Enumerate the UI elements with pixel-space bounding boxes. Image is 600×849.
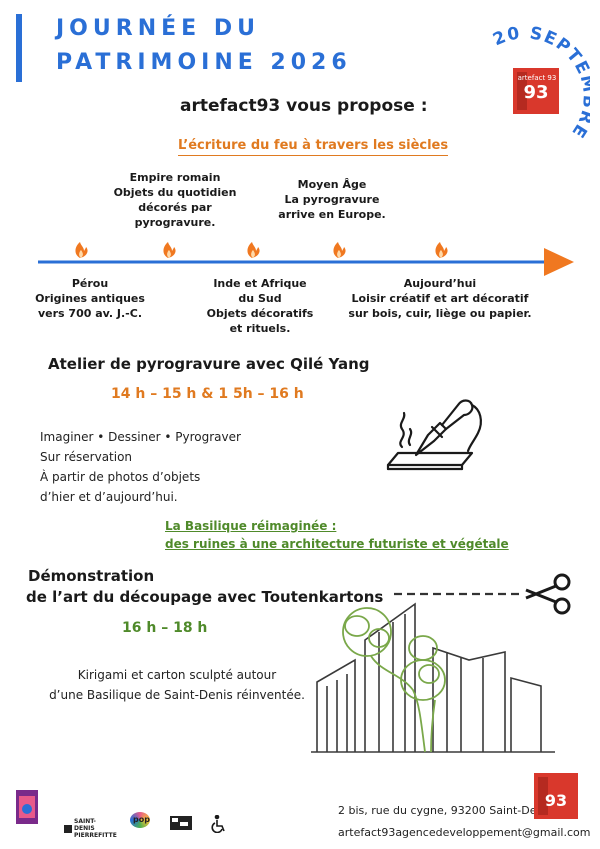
- timeline-arrow: [38, 242, 574, 276]
- demo-time: 16 h – 18 h: [122, 620, 208, 636]
- title-accent-bar: [16, 14, 22, 82]
- basilique-illustration: [311, 602, 555, 753]
- flame-icons: [75, 242, 448, 258]
- timeline-event-aujourdhui: Aujourd’hui Loisir créatif et art décora…: [348, 277, 532, 320]
- pyrography-pen-icon: [386, 399, 482, 471]
- saint-denis-logo: SAINT-DENIS PIERREFITTE: [64, 818, 117, 839]
- workshop-title: Atelier de pyrogravure avec Qilé Yang: [48, 355, 370, 373]
- intro-text: artefact93 vous propose :: [180, 96, 428, 116]
- artefact-logo: 93 artefact 93: [513, 68, 559, 114]
- wheelchair-icon: [211, 815, 225, 833]
- arrowhead-icon: [544, 248, 574, 276]
- basilique-subtitle: La Basilique réimaginée : des ruines à u…: [165, 519, 509, 551]
- demo-title: Démonstration de l’art du découpage avec…: [26, 567, 384, 606]
- cut-line: [394, 573, 571, 615]
- timeline-event-moyen-age: Moyen Âge La pyrogravure arrive en Europ…: [278, 178, 386, 221]
- footer-address: 2 bis, rue du cygne, 93200 Saint-Denis a…: [338, 804, 591, 839]
- timeline-event-empire-romain: Empire romain Objets du quotidien décoré…: [113, 171, 237, 229]
- flame-icon: [333, 242, 346, 258]
- artefact-footer-logo: 93: [534, 773, 578, 819]
- timeline-event-inde-afrique: Inde et Afrique du Sud Objets décoratifs…: [206, 277, 314, 335]
- date-badge: 20 SEPTEMBRE 93 artefact 93: [490, 23, 590, 142]
- svg-text:93: 93: [523, 82, 548, 103]
- workshop-description: Imaginer • Dessiner • Pyrograver Sur rés…: [40, 430, 241, 504]
- svg-text:artefact 93: artefact 93: [518, 74, 557, 82]
- demo-description: Kirigami et carton sculpté autour d’une …: [49, 668, 305, 702]
- flame-icon: [435, 242, 448, 258]
- timeline-title: L’écriture du feu à travers les siècles: [178, 138, 449, 156]
- tree-icon: [342, 607, 446, 753]
- event-poster-thumbnail: [16, 790, 38, 824]
- page-title-line1: JOURNÉE DU: [56, 16, 260, 41]
- flame-icon: [75, 242, 88, 258]
- scissors-icon: [525, 573, 571, 615]
- flame-icon: [247, 242, 260, 258]
- partner-logo: [170, 816, 192, 830]
- workshop-times: 14 h – 15 h & 1 5h – 16 h: [111, 386, 304, 402]
- page-title-line2: PATRIMOINE 2026: [56, 50, 352, 75]
- timeline-event-perou: Pérou Origines antiques vers 700 av. J.-…: [35, 277, 145, 320]
- flame-icon: [163, 242, 176, 258]
- pop-logo: pop: [130, 812, 156, 832]
